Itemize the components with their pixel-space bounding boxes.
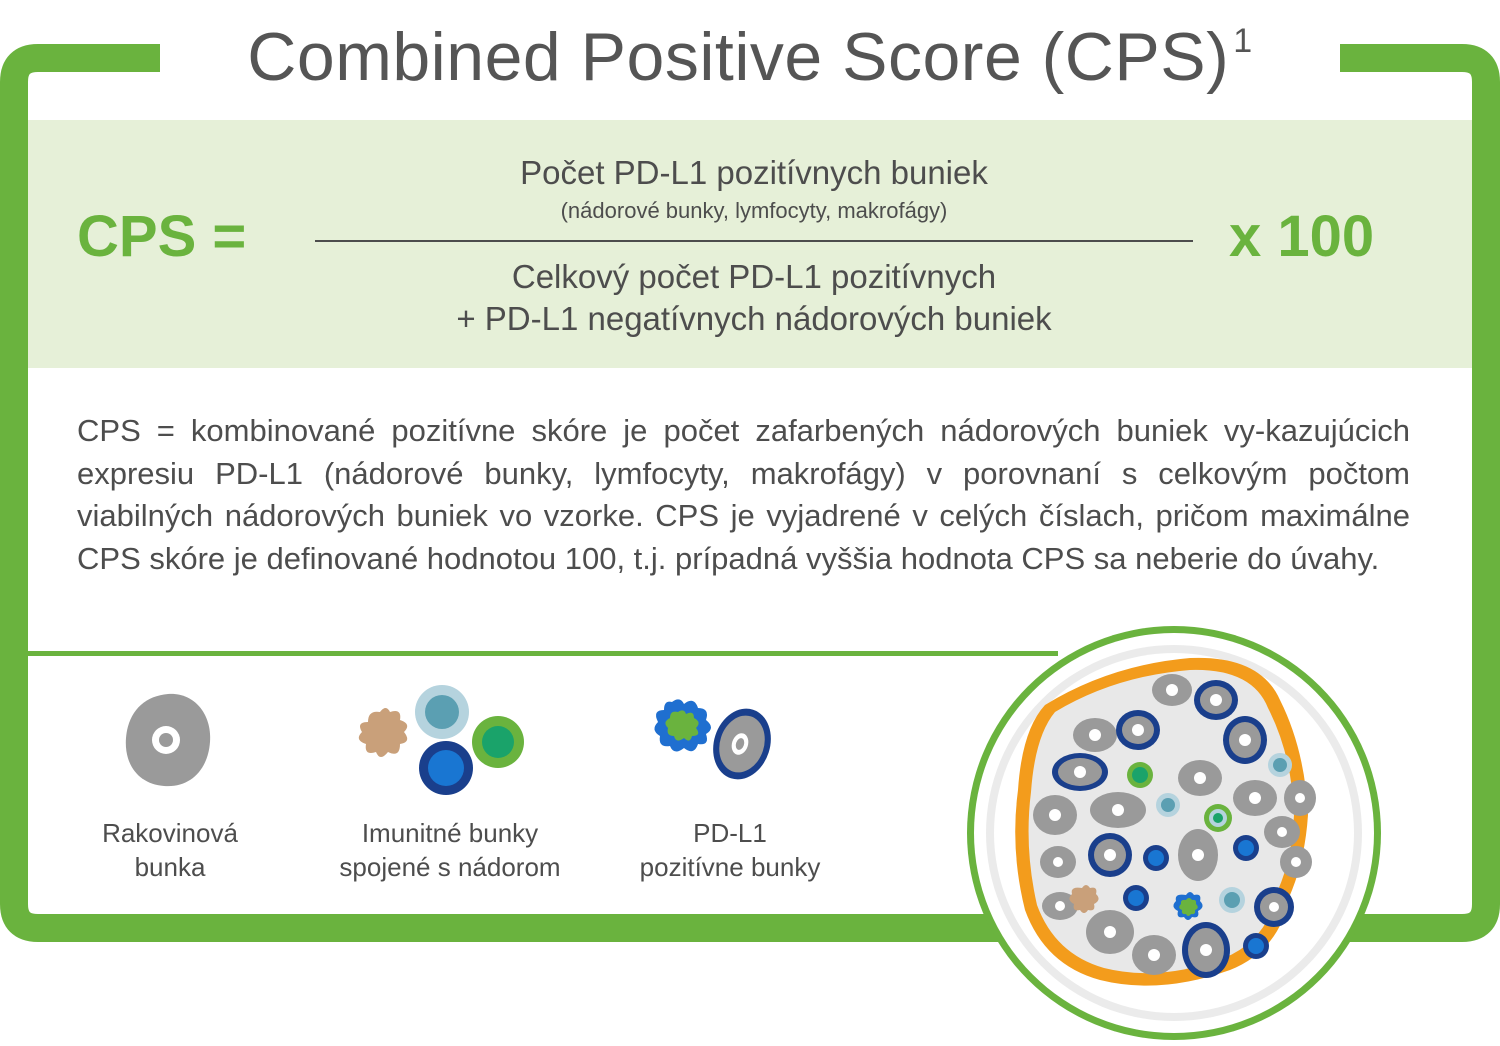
formula-band [28, 120, 1472, 368]
title-footnote-ref: 1 [1233, 22, 1253, 60]
formula-denominator-line1: Celkový počet PD-L1 pozitívnych [511, 258, 997, 295]
formula-label: CPS = [77, 204, 247, 269]
description-text: CPS = kombinované pozitívne skóre je poč… [77, 413, 1410, 576]
immune-cells-icon [358, 685, 524, 795]
formula-numerator-note: (nádorové bunky, lymfocyty, makrofágy) [560, 198, 948, 223]
tissue-cells [1033, 674, 1316, 978]
formula-multiplier: x 100 [1229, 204, 1375, 269]
formula-denominator-line2: + PD-L1 negatívnych nádorových buniek [456, 300, 1052, 337]
formula-numerator: Počet PD-L1 pozitívnych buniek [520, 154, 988, 191]
fraction-line [315, 240, 1193, 242]
page-title: Combined Positive Score (CPS)1 [247, 19, 1253, 95]
section-divider [28, 651, 1058, 656]
pd-l1-positive-cells-icon [654, 699, 771, 780]
tumor-cell-icon [125, 693, 211, 787]
tissue-sample-illustration [967, 626, 1381, 1040]
